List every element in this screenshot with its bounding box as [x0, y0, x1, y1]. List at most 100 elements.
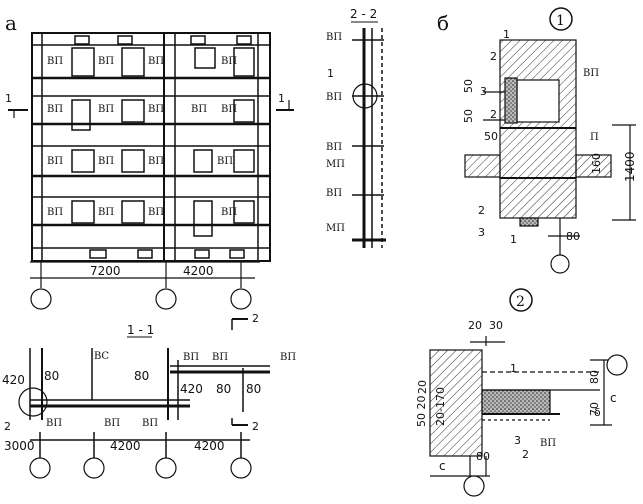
dim: 80	[134, 369, 149, 383]
panel-label: ВП	[46, 418, 62, 429]
panel-label: ВП	[191, 104, 207, 115]
svg-text:50 20: 50 20	[415, 396, 428, 428]
axis-bubble	[230, 288, 252, 310]
svg-text:3: 3	[514, 434, 521, 447]
dim: 80	[216, 382, 231, 396]
panel-label: ВП	[47, 104, 63, 115]
panel-label: ВП	[212, 352, 228, 363]
dim: 4200	[194, 439, 225, 453]
svg-text:2: 2	[478, 204, 485, 217]
section-1-1	[18, 318, 270, 458]
cut-mark-right: 1	[278, 92, 285, 105]
svg-text:80: 80	[566, 230, 580, 243]
svg-text:1: 1	[503, 28, 510, 41]
panel-label: ВП	[326, 32, 342, 43]
dim: 3000	[4, 439, 35, 453]
panel-label: ВП	[280, 352, 296, 363]
detail-1-badge: 1	[549, 7, 573, 31]
svg-text:70: 70	[588, 402, 601, 416]
panel-label: ВП	[148, 156, 164, 167]
svg-text:1: 1	[510, 233, 517, 246]
svg-text:50: 50	[462, 79, 475, 93]
section-2-2-title: 2 - 2	[350, 7, 377, 21]
svg-text:2: 2	[516, 294, 525, 310]
panel-label: ВП	[98, 104, 114, 115]
panel-label: ВП	[47, 156, 63, 167]
svg-text:50: 50	[484, 130, 498, 143]
dim: 420	[2, 373, 25, 387]
panel-label: ВП	[326, 92, 342, 103]
axis-bubble	[230, 457, 252, 479]
section-1-1-axes	[29, 457, 252, 479]
panel-label: ВП	[183, 352, 199, 363]
facade-panel-labels: ВП ВП ВП ВП ВП ВП ВП ВП ВП ВП ВП ВП ВП В…	[47, 56, 237, 218]
dim: 80	[246, 382, 261, 396]
svg-text:ВП: ВП	[583, 68, 599, 79]
panel-label: ВС	[94, 351, 109, 362]
panel-label: ВП	[148, 104, 164, 115]
axis-bubble	[83, 457, 105, 479]
svg-text:20: 20	[468, 319, 482, 332]
facade-axes	[8, 100, 294, 310]
axis-bubble	[463, 475, 485, 497]
panel-label: ВП	[326, 142, 342, 153]
svg-text:20: 20	[416, 380, 429, 394]
detail-1	[464, 39, 636, 274]
panel-label: ВП	[326, 188, 342, 199]
svg-text:160: 160	[590, 153, 603, 174]
cut-mark-bottom: 2	[252, 420, 259, 433]
cut-mark-top: 2	[252, 312, 259, 325]
svg-text:c: c	[439, 459, 446, 473]
svg-text:50: 50	[462, 109, 475, 123]
svg-text:80: 80	[476, 450, 490, 463]
axis-bubble	[550, 254, 570, 274]
svg-text:П: П	[590, 132, 599, 143]
cut-mark-left: 1	[5, 92, 12, 105]
part-b-label: б	[437, 11, 449, 35]
panel-label: ВП	[148, 207, 164, 218]
dim-4200: 4200	[183, 264, 214, 278]
panel-label: ВП	[217, 156, 233, 167]
dim: 4200	[110, 439, 141, 453]
axis-bubble	[606, 354, 628, 376]
dim: 420	[180, 382, 203, 396]
panel-label: ВП	[148, 56, 164, 67]
detail-1-labels: ВП П 50 50 50 1400 160 80 1 2 3 2 2 3 1	[462, 28, 637, 246]
section-1-1-labels: ВС ВП ВП ВП ВП ВП ВП 420 80 80 420 80 80…	[2, 312, 296, 453]
panel-label: ВП	[98, 207, 114, 218]
svg-text:1: 1	[556, 13, 565, 29]
facade-elevation	[31, 32, 271, 262]
svg-text:3: 3	[478, 226, 485, 239]
panel-label: ВП	[47, 207, 63, 218]
panel-label: ВП	[142, 418, 158, 429]
section-2-2-labels: ВП 1 ВП ВП МП ВП МП	[326, 32, 345, 234]
axis-bubble	[155, 288, 177, 310]
panel-label: ВП	[104, 418, 120, 429]
axis-bubble	[30, 288, 52, 310]
section-1-1-title: 1 - 1	[127, 323, 154, 337]
panel-label: ВП	[221, 56, 237, 67]
svg-text:2: 2	[522, 448, 529, 461]
dim-7200: 7200	[90, 264, 121, 278]
svg-text:1400: 1400	[623, 151, 637, 182]
svg-text:c: c	[610, 391, 617, 405]
panel-label: ВП	[221, 104, 237, 115]
detail-ref-1: 1	[327, 67, 334, 80]
detail-ref-2: 2	[4, 420, 11, 433]
svg-text:20-170: 20-170	[434, 387, 447, 426]
panel-label: ВП	[47, 56, 63, 67]
detail-2-labels: 20 30 50 20 20 20-170 80 70 δ c c 80 1 2…	[415, 319, 617, 473]
svg-text:δ: δ	[594, 406, 601, 419]
detail-2	[429, 336, 628, 497]
part-a-label: а	[5, 11, 17, 35]
section-2-2	[352, 28, 386, 248]
svg-text:ВП: ВП	[540, 438, 556, 449]
axis-bubble	[29, 457, 51, 479]
panel-label: ВП	[98, 56, 114, 67]
svg-text:2: 2	[490, 108, 497, 121]
svg-text:3: 3	[480, 85, 487, 98]
svg-text:2: 2	[490, 50, 497, 63]
svg-text:80: 80	[588, 370, 601, 384]
panel-label: ВП	[221, 207, 237, 218]
